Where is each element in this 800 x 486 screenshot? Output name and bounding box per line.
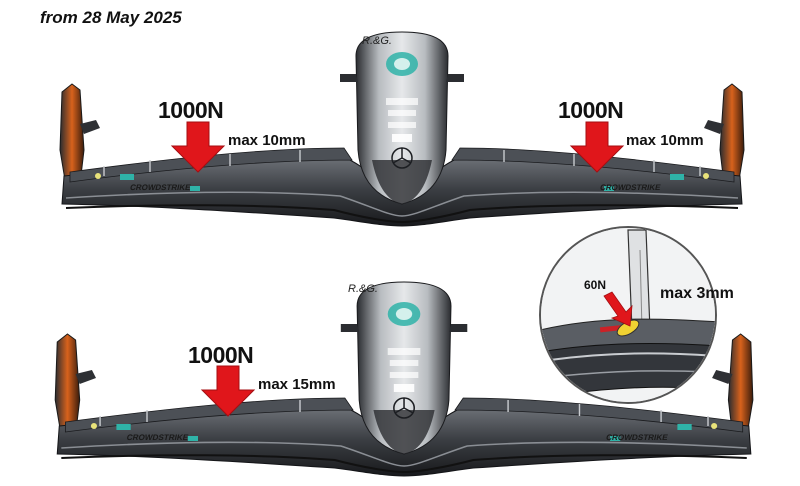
bottom-deflection-label: max 15mm [258, 376, 336, 393]
top-wing: R.&G. [59, 31, 745, 227]
inset-deflection-label: max 3mm [660, 285, 734, 302]
top-wing-body [59, 31, 745, 227]
top-left-force-label: 1000N [158, 97, 224, 123]
bottom-force-label: 1000N [188, 342, 254, 368]
bottom-wing-signature: R.&G. [348, 283, 378, 295]
top-right-deflection-label: max 10mm [626, 132, 704, 149]
inset-force-arrow [603, 291, 633, 327]
top-right-force-label: 1000N [558, 97, 624, 123]
top-left-deflection-label: max 10mm [228, 132, 306, 149]
detail-inset [539, 226, 717, 404]
top-wing-signature: R.&G. [362, 35, 392, 47]
inset-force-label: 60N [584, 278, 607, 292]
date-label: from 28 May 2025 [40, 8, 182, 27]
